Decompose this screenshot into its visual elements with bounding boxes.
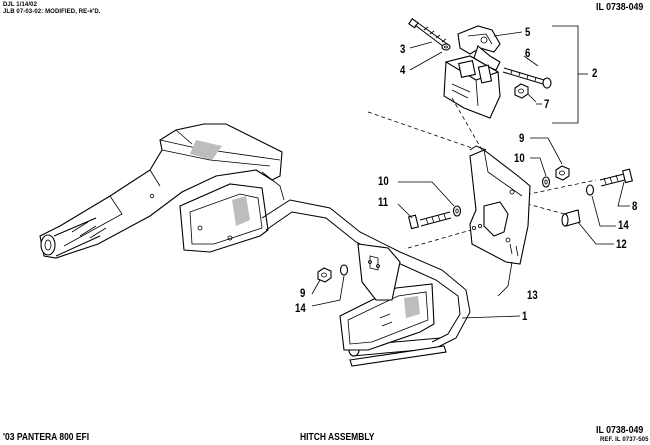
callout-14-lower: 14	[295, 301, 306, 315]
callout-1: 1	[522, 309, 528, 323]
model-name: '03 PANTERA 800 EFI	[3, 432, 90, 443]
reference-illustration: REF. IL 0737-505	[600, 437, 649, 443]
callout-7: 7	[544, 97, 550, 111]
callout-6: 6	[525, 46, 531, 60]
callout-11: 11	[378, 195, 389, 209]
callout-3: 3	[400, 42, 406, 56]
callout-9-lower: 9	[300, 286, 306, 300]
bracket-2	[552, 25, 588, 124]
bracket-hardware	[407, 165, 633, 230]
hitch-latch-assembly	[408, 18, 552, 119]
callout-13: 13	[527, 288, 538, 302]
callout-12: 12	[616, 237, 627, 251]
callout-2: 2	[592, 66, 598, 80]
illustration-id-bottom: IL 0738-049	[596, 425, 644, 436]
mounting-bracket-13	[469, 145, 531, 265]
callout-9-upper: 9	[519, 131, 525, 145]
hitch-tube-1	[261, 199, 471, 367]
rear-frame	[39, 123, 285, 259]
revision-note: JLB 07-03-02: MODIFIED, RE-#'D.	[3, 9, 101, 15]
callout-10-lower: 10	[378, 174, 389, 188]
callout-10-upper: 10	[514, 151, 525, 165]
callout-4: 4	[400, 63, 406, 77]
callout-8: 8	[632, 199, 638, 213]
callout-5: 5	[525, 25, 531, 39]
diagram-title: HITCH ASSEMBLY	[300, 432, 375, 443]
drawn-by-note: DJL 1/14/02	[3, 2, 38, 8]
callout-14-right: 14	[618, 218, 629, 232]
callout-leaders	[311, 31, 630, 319]
illustration-id-top: IL 0738-049	[596, 2, 644, 13]
